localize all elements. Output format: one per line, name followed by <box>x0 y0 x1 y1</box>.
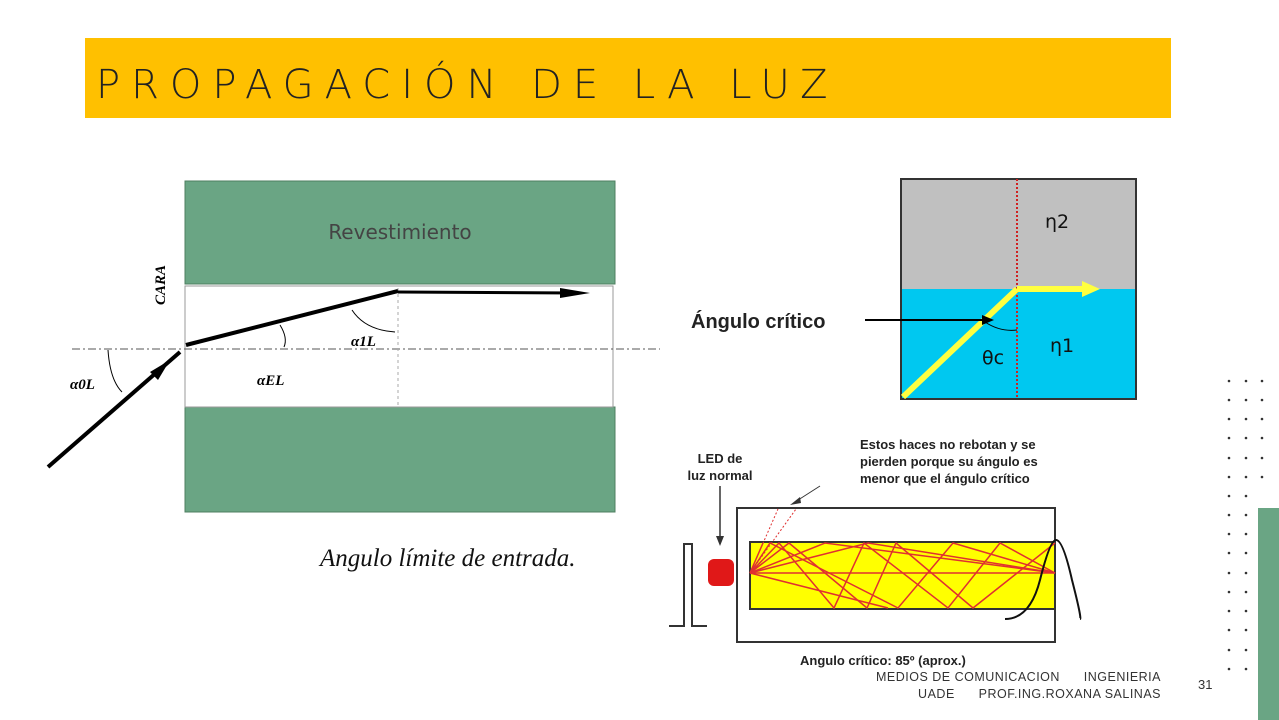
cladding-label: Revestimiento <box>328 220 471 244</box>
angle-a1l-label: α1L <box>351 334 376 350</box>
incident-ray <box>900 286 1020 400</box>
led-icon <box>708 559 734 586</box>
angle-arc <box>351 309 396 333</box>
angle-arc <box>984 321 1018 331</box>
arrowhead <box>150 360 170 380</box>
theta-c-label: θc <box>982 347 1004 369</box>
note-line-2: pierden porque su ángulo es <box>860 454 1038 469</box>
note-line-1: Estos haces no rebotan y se <box>860 437 1036 452</box>
reflected-ray <box>397 290 576 295</box>
angle-arc <box>107 349 123 393</box>
pulse-output <box>1004 538 1082 620</box>
side-accent <box>1258 508 1279 720</box>
core <box>184 285 614 408</box>
angle-a0l-label: α0L <box>70 377 95 393</box>
refracted-ray <box>185 289 399 347</box>
footer-line-1: MEDIOS DE COMUNICACION INGENIERIA <box>876 670 1161 684</box>
arrowhead <box>560 288 590 298</box>
led-label-2: luz normal <box>687 468 752 483</box>
decorative-dots <box>1227 379 1264 671</box>
note-line-3: menor que el ángulo crítico <box>860 471 1030 486</box>
critical-angle-diagram: Ángulo crítico η2 η1 θc <box>691 178 1137 400</box>
cladding-top <box>184 180 616 285</box>
n1-label: η1 <box>1050 335 1074 357</box>
footer-line-2: UADE PROF.ING.ROXANA SALINAS <box>918 687 1161 701</box>
title-bar <box>85 38 1171 118</box>
medium-n1 <box>901 289 1136 399</box>
angle-arc <box>279 324 286 348</box>
angle-ael-label: αEL <box>257 373 284 389</box>
critical-angle-label: Ángulo crítico <box>691 310 825 333</box>
face-label: CARA <box>153 265 169 305</box>
fiber-entry-diagram: Revestimiento α0L αEL α1L CARA <box>46 180 660 513</box>
medium-n2 <box>901 179 1136 289</box>
critical-caption: Angulo crítico: 85º (aprox.) <box>800 653 966 668</box>
cladding-bottom <box>184 406 616 513</box>
led-fiber-diagram: LED de luz normal Estos haces no rebotan… <box>669 437 1082 668</box>
pulse-input <box>669 543 707 627</box>
footer: MEDIOS DE COMUNICACION INGENIERIA UADE P… <box>876 669 1161 703</box>
led-label-1: LED de <box>698 451 743 466</box>
light-rays <box>749 541 1056 610</box>
page-number: 31 <box>1198 677 1213 692</box>
arrowhead <box>1082 281 1100 297</box>
n2-label: η2 <box>1045 211 1069 233</box>
entry-angle-caption: Angulo límite de entrada. <box>320 545 576 572</box>
fiber-core <box>749 541 1056 610</box>
slide-title: PROPAGACIÓN DE LA LUZ <box>96 62 839 108</box>
